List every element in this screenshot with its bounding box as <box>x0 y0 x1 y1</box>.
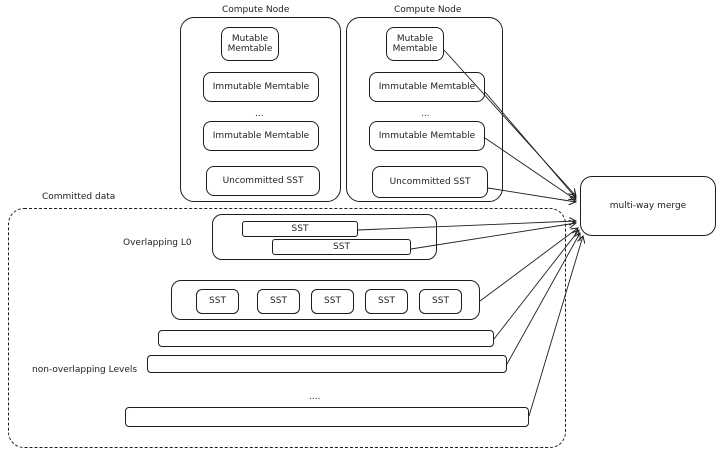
committed-data-label: Committed data <box>42 192 116 202</box>
compute-node-1 <box>180 17 341 202</box>
mutable-memtable-2: Mutable Memtable <box>386 27 444 61</box>
levels-ellipsis: .... <box>309 392 321 402</box>
level-sst-3: SST <box>311 289 354 314</box>
level-sst-2: SST <box>257 289 300 314</box>
level-sst-1: SST <box>196 289 239 314</box>
ellipsis-node-2: ... <box>421 109 430 119</box>
non-overlapping-levels-label: non-overlapping Levels <box>32 365 138 375</box>
level-1-container <box>171 280 480 320</box>
immutable-memtable-1a: Immutable Memtable <box>203 72 319 102</box>
level-sst-5: SST <box>419 289 462 314</box>
compute-node-2-title: Compute Node <box>394 5 462 15</box>
level-bar-last <box>125 407 529 427</box>
l0-sst-1: SST <box>242 221 358 237</box>
uncommitted-sst-1: Uncommitted SST <box>206 166 320 196</box>
compute-node-1-title: Compute Node <box>222 5 290 15</box>
level-sst-4: SST <box>365 289 408 314</box>
l0-sst-2: SST <box>272 239 411 255</box>
level-bar-2 <box>158 330 494 347</box>
multi-way-merge-box: multi-way merge <box>580 176 716 236</box>
immutable-memtable-1b: Immutable Memtable <box>203 121 319 151</box>
immutable-memtable-2b: Immutable Memtable <box>369 121 485 151</box>
ellipsis-node-1: ... <box>255 109 264 119</box>
immutable-memtable-2a: Immutable Memtable <box>369 72 485 102</box>
level-bar-3 <box>147 355 507 373</box>
mutable-memtable-1: Mutable Memtable <box>221 27 279 61</box>
overlapping-l0-label: Overlapping L0 <box>123 238 192 248</box>
uncommitted-sst-2: Uncommitted SST <box>372 166 488 198</box>
